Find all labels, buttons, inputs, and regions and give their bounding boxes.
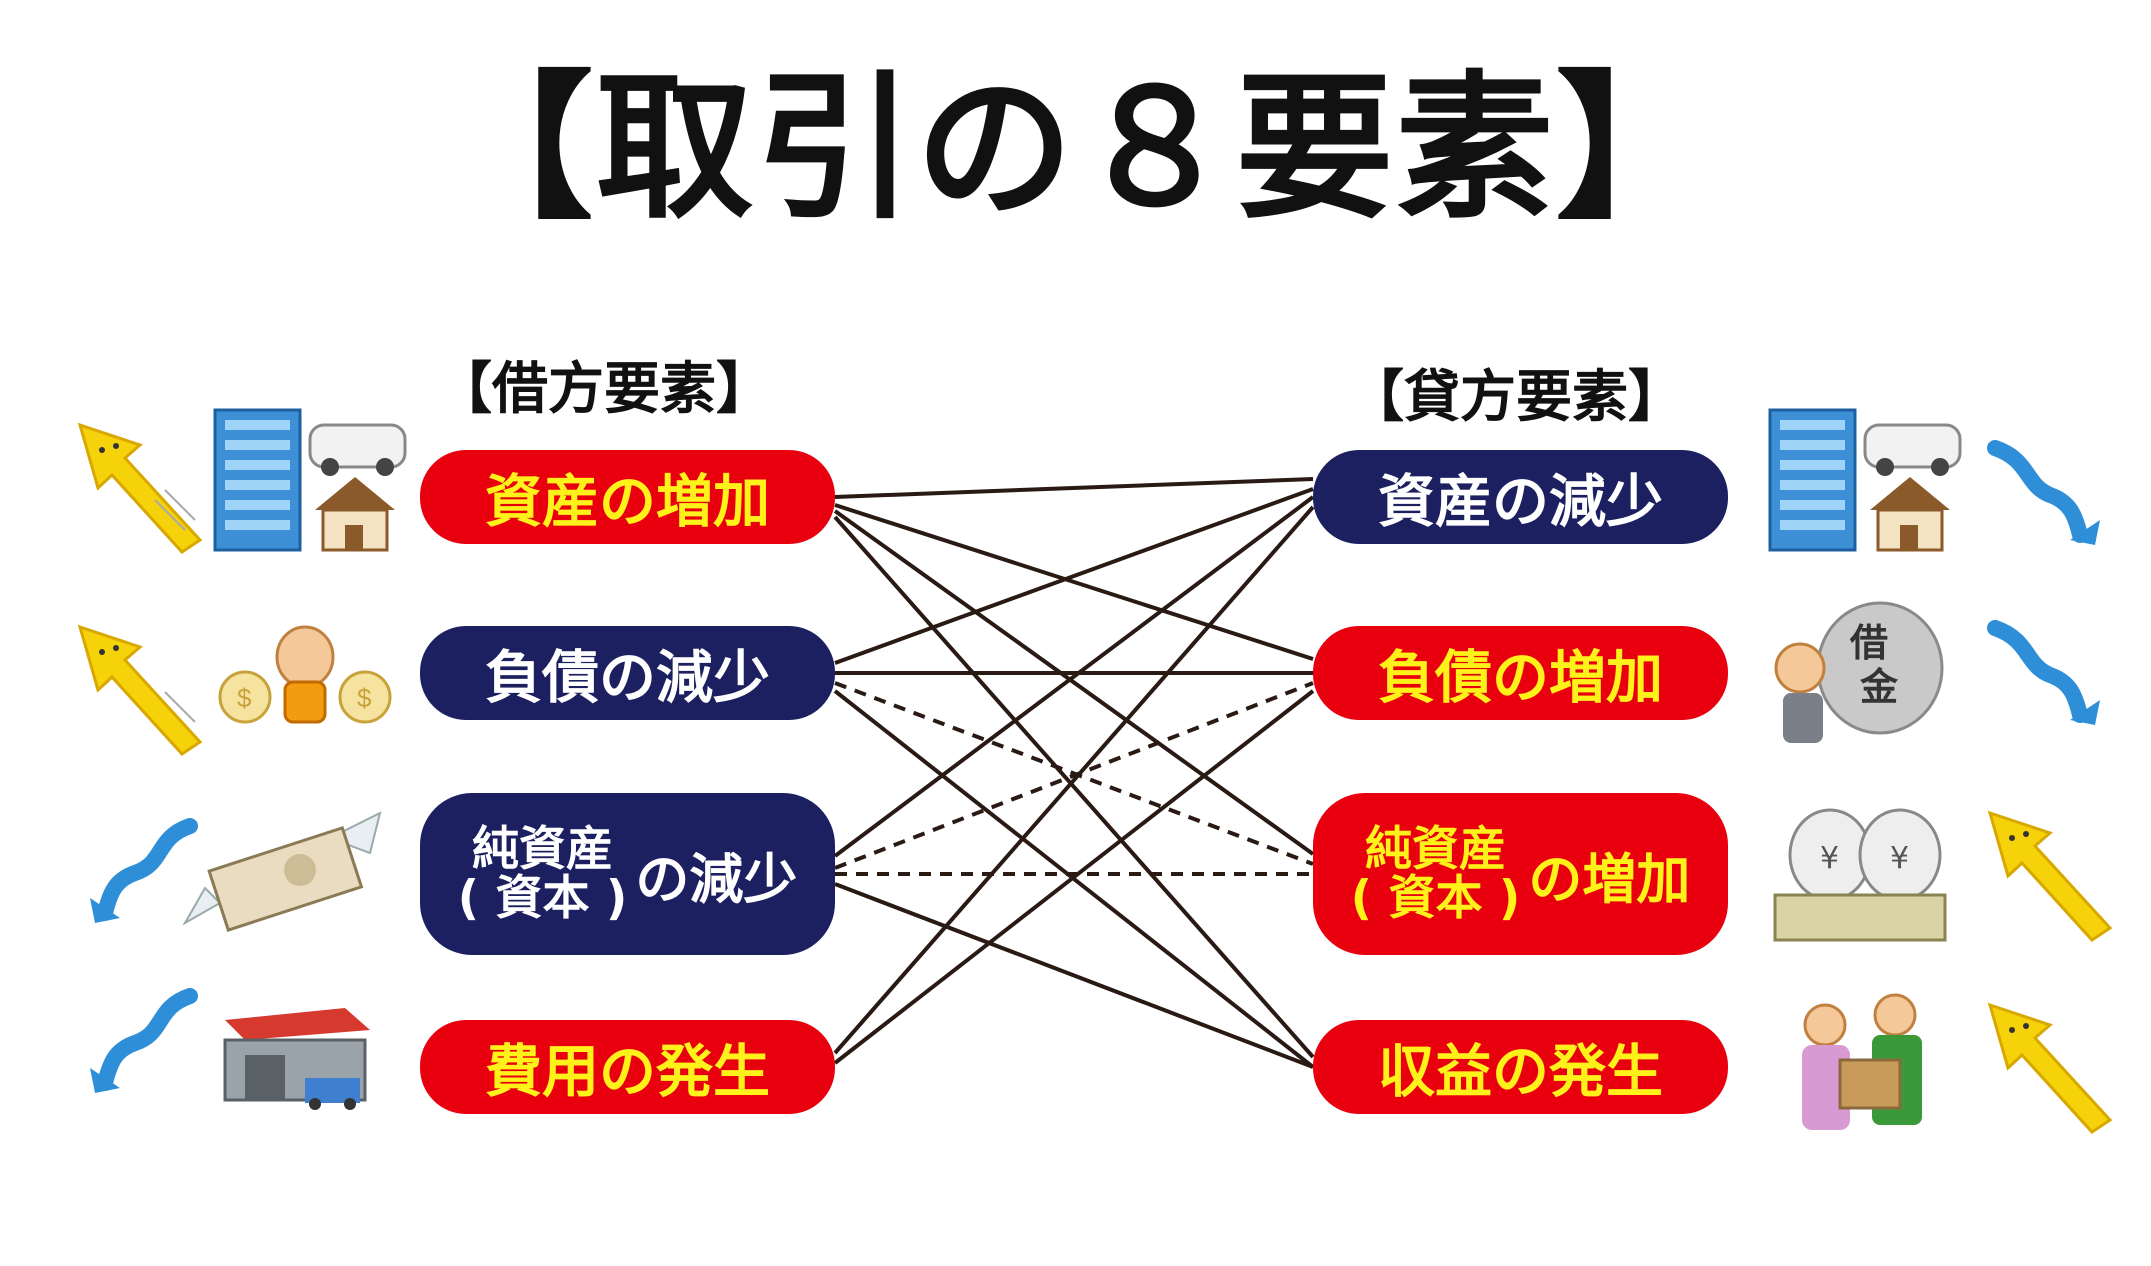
pill-label: 収益の発生 (1378, 1039, 1663, 1105)
connection-line-1-1 (834, 477, 1314, 499)
pill-label-suffix: の増加 (1528, 847, 1691, 911)
up-arrow-icon (77, 624, 203, 756)
up-arrow-icon (1987, 1002, 2113, 1134)
flying-money-icon (182, 811, 382, 932)
pill-label-line2: ( 資本 ) (1350, 871, 1521, 926)
pill-label: 負債の減少 (485, 645, 770, 711)
debit-asset-increase: 資産の増加 (420, 450, 835, 544)
connection-line-4-1 (833, 505, 1315, 1055)
debit-equity-decrease: 純資産 ( 資本 ) の減少 (420, 793, 835, 955)
debt-boulder-icon: 借 金 (1774, 601, 1944, 743)
svg-text:¥: ¥ (1820, 841, 1839, 876)
diagram-title: 【取引の８要素】 (435, 57, 1716, 241)
connection-line-1-3 (833, 509, 1315, 856)
pill-label: 資産の増加 (485, 469, 770, 535)
credit-liability-increase: 負債の増加 (1313, 626, 1728, 720)
down-arrow-icon (1987, 440, 2100, 545)
pill-label-line2: ( 資本 ) (457, 871, 628, 926)
credit-asset-decrease: 資産の減少 (1313, 450, 1728, 544)
delivery-icon (1802, 993, 1922, 1130)
pill-label: 資産の減少 (1378, 469, 1663, 535)
connection-line-1-4 (833, 515, 1315, 1059)
debit-header: 【借方要素】 (436, 357, 772, 422)
credit-equity-increase: 純資産 ( 資本 ) の増加 (1313, 793, 1728, 955)
connection-line-2-1 (834, 487, 1314, 665)
pill-label: 費用の発生 (485, 1039, 770, 1105)
pill-label: 負債の増加 (1378, 645, 1663, 711)
svg-text:¥: ¥ (1890, 841, 1909, 876)
pill-label-line1: 純資産 (472, 821, 613, 877)
debit-liability-decrease: 負債の減少 (420, 626, 835, 720)
down-arrow-icon (1987, 620, 2100, 725)
warehouse-icon (223, 1008, 370, 1110)
svg-text:$: $ (237, 683, 252, 713)
rich-man-icon: $ $ (218, 625, 392, 724)
pill-label-suffix: の減少 (635, 847, 798, 911)
connection-line-1-2 (834, 503, 1314, 661)
connection-line-3-2 (834, 681, 1314, 870)
down-arrow-icon (90, 818, 198, 923)
credit-revenue-occurrence: 収益の発生 (1313, 1020, 1728, 1114)
connection-line-3-4 (834, 882, 1314, 1069)
building-car-house-icon (213, 408, 407, 552)
svg-text:$: $ (357, 683, 372, 713)
building-car-house-icon (1768, 408, 1962, 552)
debt-text-2: 金 (1859, 665, 1899, 709)
connection-line-4-2 (833, 689, 1315, 1065)
credit-header: 【貸方要素】 (1348, 365, 1684, 430)
pill-label-line1: 純資産 (1365, 821, 1506, 877)
debt-text-1: 借 (1849, 621, 1888, 665)
money-bags-icon: ¥ ¥ (1773, 808, 1947, 942)
up-arrow-icon (77, 422, 203, 554)
up-arrow-icon (1987, 810, 2113, 942)
down-arrow-icon (90, 988, 198, 1093)
connection-line-3-1 (833, 495, 1315, 858)
debit-expense-occurrence: 費用の発生 (420, 1020, 835, 1114)
